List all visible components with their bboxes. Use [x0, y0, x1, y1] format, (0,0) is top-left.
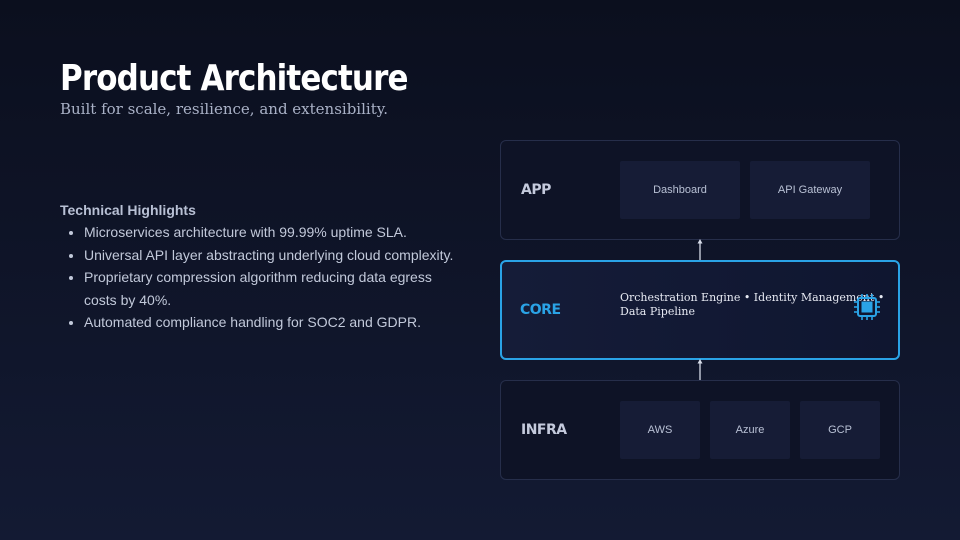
arrow-up-icon — [697, 359, 703, 380]
dashboard-component: Dashboard — [620, 161, 740, 219]
highlights-list: Microservices architecture with 99.99% u… — [60, 221, 460, 334]
aws-component: AWS — [620, 401, 700, 459]
core-layer: CORE Orchestration Engine • Identity Man… — [500, 260, 900, 360]
core-services-line-2: Data Pipeline — [620, 305, 695, 318]
app-layer: APP Dashboard API Gateway — [500, 140, 900, 240]
core-services: Orchestration Engine • Identity Manageme… — [620, 291, 885, 319]
highlight-item: Automated compliance handling for SOC2 a… — [84, 311, 460, 334]
page-subtitle: Built for scale, resilience, and extensi… — [60, 100, 388, 118]
page-title: Product Architecture — [60, 58, 409, 99]
cpu-icon — [854, 294, 880, 320]
highlight-item: Microservices architecture with 99.99% u… — [84, 221, 460, 244]
gcp-component: GCP — [800, 401, 880, 459]
azure-component: Azure — [710, 401, 790, 459]
api-gateway-component: API Gateway — [750, 161, 870, 219]
infra-layer: INFRA AWS Azure GCP — [500, 380, 900, 480]
highlight-item: Universal API layer abstracting underlyi… — [84, 244, 460, 267]
infra-layer-label: INFRA — [521, 422, 567, 438]
highlights-title: Technical Highlights — [60, 202, 196, 218]
highlight-item: Proprietary compression algorithm reduci… — [84, 266, 460, 311]
core-services-line-1: Orchestration Engine • Identity Manageme… — [620, 291, 885, 304]
core-layer-label: CORE — [520, 302, 561, 318]
arrow-up-icon — [697, 239, 703, 260]
app-layer-label: APP — [521, 182, 551, 198]
technical-highlights: Technical Highlights Microservices archi… — [60, 202, 460, 334]
